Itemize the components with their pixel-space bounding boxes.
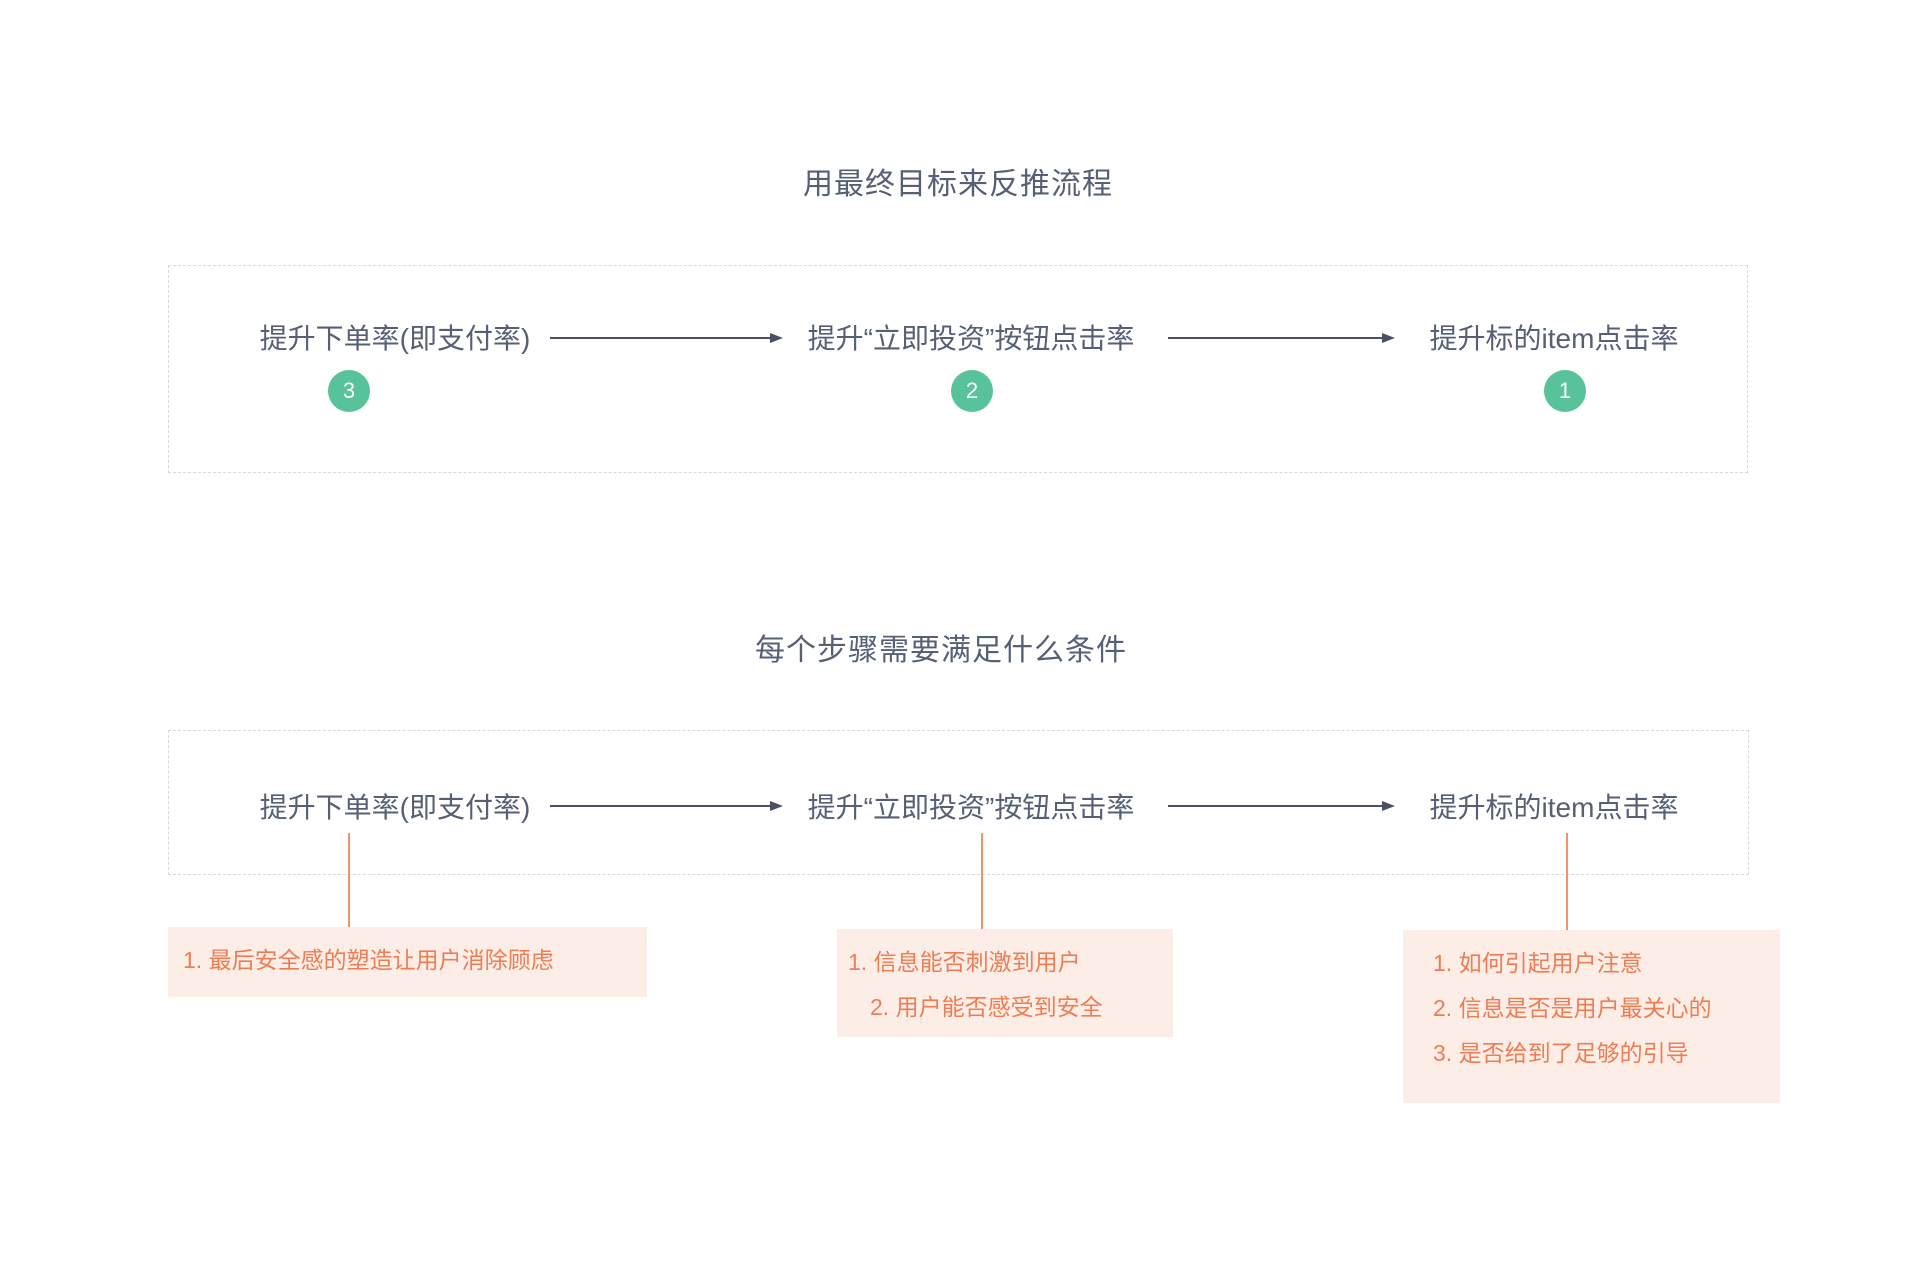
section-title: 用最终目标来反推流程 (803, 168, 1113, 201)
callout-item: 2. 信息是否是用户最关心的 (1433, 995, 1712, 1021)
flow-step-label: 提升标的item点击率 (1429, 792, 1679, 823)
callout-connector-line (981, 833, 983, 929)
flow-step-label: 提升“立即投资”按钮点击率 (807, 792, 1135, 823)
flow-arrow (550, 333, 783, 343)
callout-item: 3. 是否给到了足够的引导 (1433, 1040, 1689, 1066)
flow-arrow (1168, 333, 1395, 343)
flow-step-label: 提升标的item点击率 (1429, 323, 1679, 354)
callout-item: 1. 最后安全感的塑造让用户消除顾虑 (183, 947, 554, 973)
flow-arrow (1168, 801, 1395, 811)
callout-box: 1. 最后安全感的塑造让用户消除顾虑 (168, 927, 647, 997)
callout-connector-line (348, 833, 350, 927)
callout-item: 1. 信息能否刺激到用户 (848, 949, 1081, 975)
callout-box: 1. 如何引起用户注意 2. 信息是否是用户最关心的 3. 是否给到了足够的引导 (1403, 930, 1780, 1103)
callout-item: 2. 用户能否感受到安全 (870, 994, 1103, 1020)
section-title: 每个步骤需要满足什么条件 (755, 634, 1127, 667)
flow-arrow (550, 801, 783, 811)
step-order-badge: 3 (328, 370, 370, 412)
flow-step-label: 提升下单率(即支付率) (259, 323, 531, 354)
callout-item: 1. 如何引起用户注意 (1433, 950, 1643, 976)
callout-connector-line (1566, 833, 1568, 930)
step-order-badge: 1 (1544, 370, 1586, 412)
flow-step-label: 提升“立即投资”按钮点击率 (807, 323, 1135, 354)
flow-step-label: 提升下单率(即支付率) (259, 792, 531, 823)
flow-container (168, 265, 1748, 473)
callout-box: 1. 信息能否刺激到用户 2. 用户能否感受到安全 (837, 929, 1173, 1037)
step-order-badge: 2 (951, 370, 993, 412)
flow-container (168, 730, 1749, 875)
